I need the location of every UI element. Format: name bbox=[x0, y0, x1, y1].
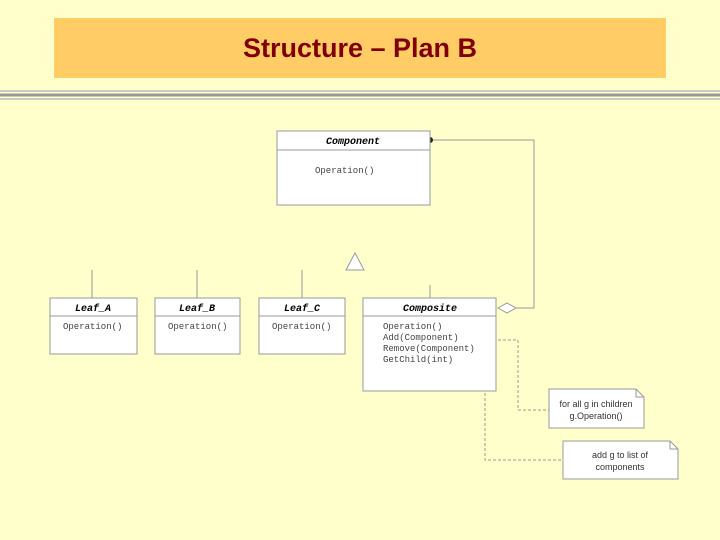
component-op: Operation() bbox=[315, 166, 374, 176]
slide-title: Structure – Plan B bbox=[242, 32, 478, 63]
note-add-line-2: components bbox=[595, 462, 645, 472]
note-link-1 bbox=[478, 339, 552, 411]
composite-name: Composite bbox=[403, 303, 457, 315]
leaf-a-name: Leaf_A bbox=[75, 303, 111, 315]
note-operation-line-2: g.Operation() bbox=[569, 411, 622, 421]
composite-class: Composite Operation() Add(Component) Rem… bbox=[362, 297, 497, 392]
leaf-b-op: Operation() bbox=[168, 322, 227, 332]
component-class: Component Operation() bbox=[276, 130, 431, 206]
leaf-c-name: Leaf_C bbox=[284, 303, 320, 315]
leaf-c-class: Leaf_C Operation() bbox=[258, 297, 346, 355]
aggregation-diamond bbox=[496, 302, 518, 314]
leaf-c-op: Operation() bbox=[272, 322, 331, 332]
note-operation-line-1: for all g in children bbox=[559, 399, 632, 409]
title-divider bbox=[0, 90, 720, 100]
leaf-b-name: Leaf_B bbox=[179, 303, 215, 315]
note-add-line-1: add g to list of bbox=[592, 450, 649, 460]
note-operation: for all g in children g.Operation() bbox=[548, 388, 645, 429]
leaf-b-class: Leaf_B Operation() bbox=[154, 297, 241, 355]
slide-title-bar: Structure – Plan B bbox=[54, 18, 666, 78]
composite-op-remove: Remove(Component) bbox=[383, 344, 475, 354]
generalization-triangle bbox=[345, 251, 365, 271]
composite-op-getchild: GetChild(int) bbox=[383, 355, 453, 365]
leaf-a-op: Operation() bbox=[63, 322, 122, 332]
composite-op-add: Add(Component) bbox=[383, 333, 459, 343]
note-add: add g to list of components bbox=[562, 440, 679, 480]
composite-op-operation: Operation() bbox=[383, 322, 442, 332]
leaf-a-class: Leaf_A Operation() bbox=[49, 297, 138, 355]
aggregation-line bbox=[430, 139, 535, 309]
component-class-name: Component bbox=[326, 137, 380, 148]
